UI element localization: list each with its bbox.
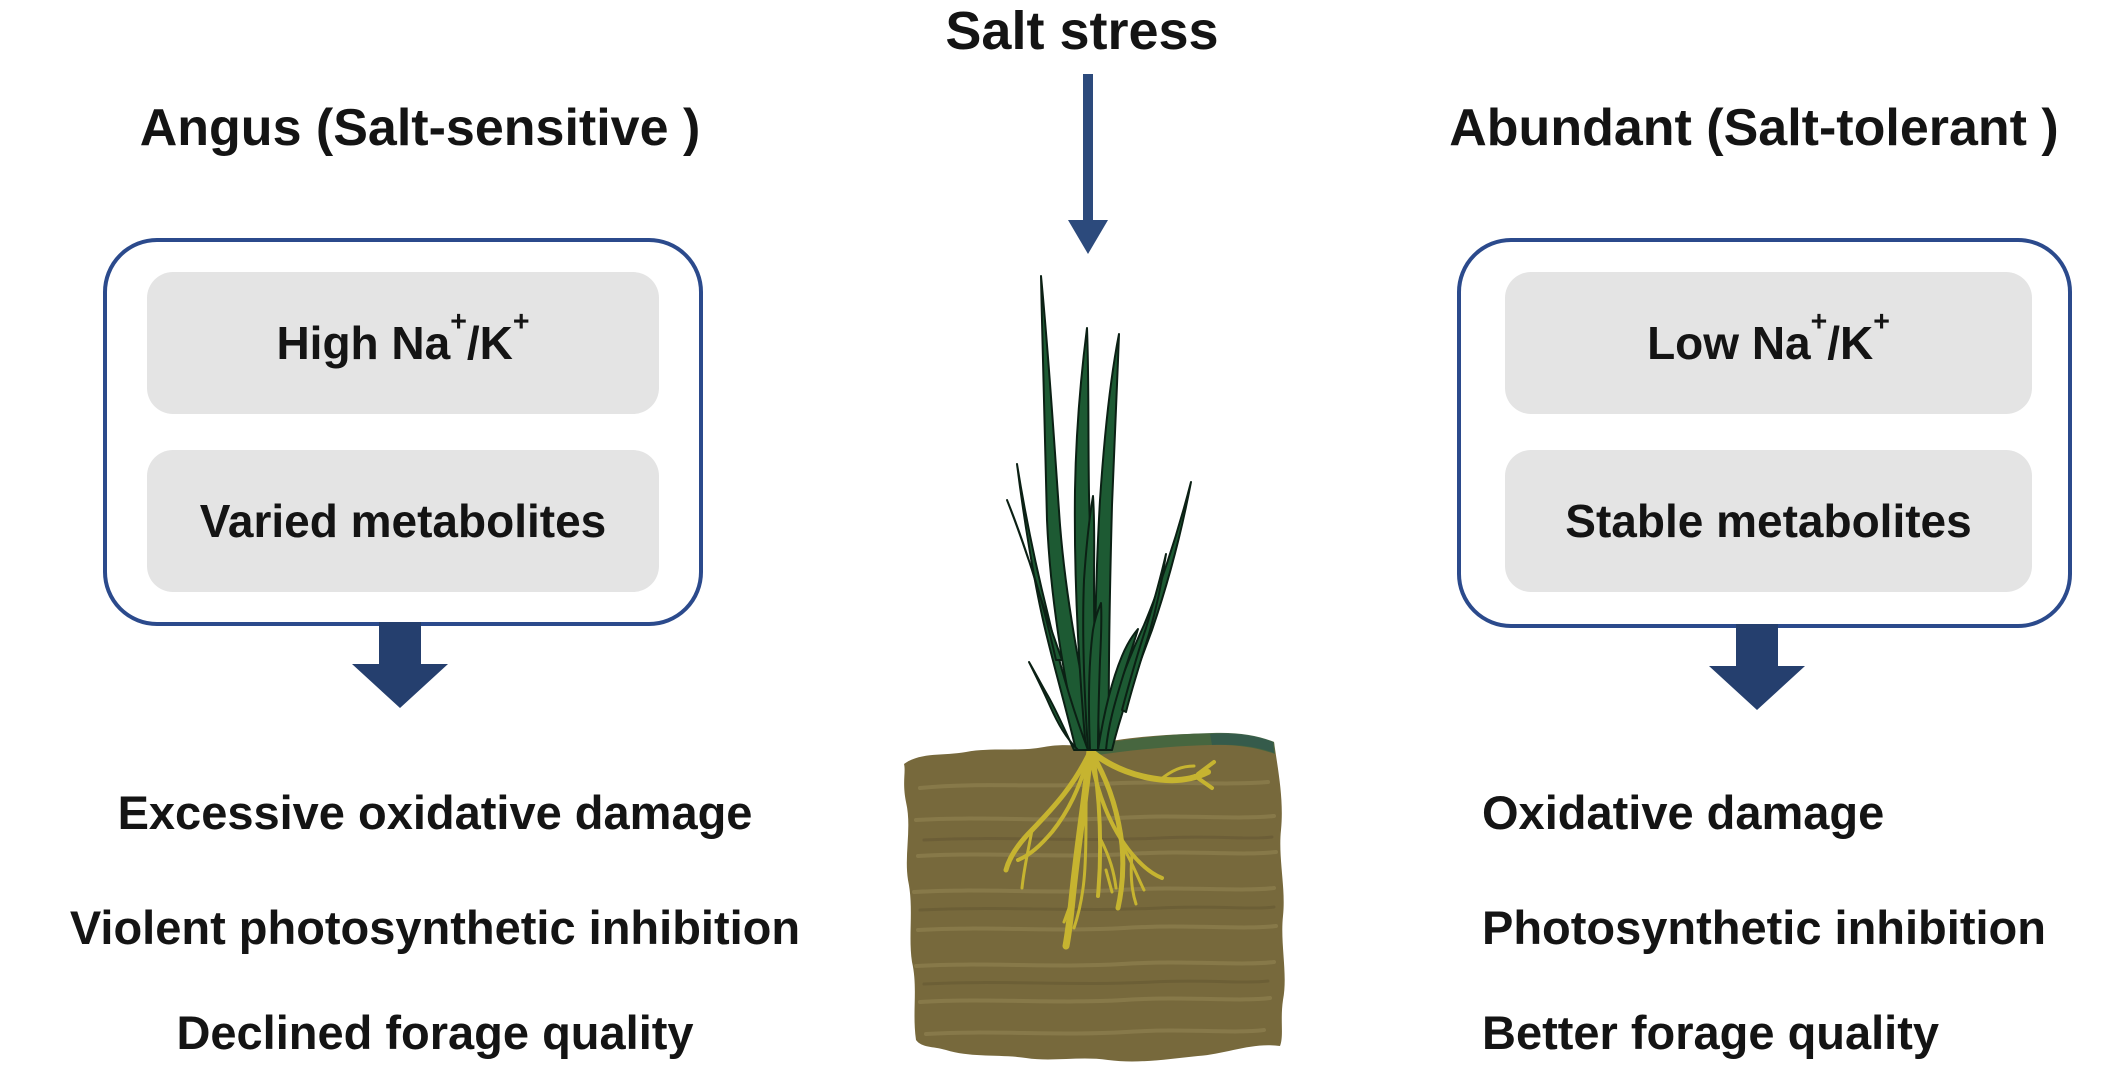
soil-block xyxy=(904,732,1285,1062)
right-trait-box: Low Na+/K+ Stable metabolites xyxy=(1457,238,2072,628)
figure-title: Salt stress xyxy=(945,1,1219,61)
left-trait-metabolites: Varied metabolites xyxy=(147,450,659,592)
left-outcome-arrow-icon xyxy=(352,622,448,708)
right-trait-metabolites-label: Stable metabolites xyxy=(1565,495,1972,547)
plant-illustration xyxy=(860,240,1330,1080)
salt-stress-arrow-icon xyxy=(1064,74,1112,256)
right-outcome-arrow-icon xyxy=(1709,624,1805,710)
left-trait-metabolites-label: Varied metabolites xyxy=(199,495,607,547)
left-trait-na-k-label: High Na+/K+ xyxy=(276,305,530,369)
left-variety-heading: Angus (Salt-sensitive ) xyxy=(139,99,701,157)
right-trait-na-k-label: Low Na+/K+ xyxy=(1647,305,1890,369)
left-trait-na-k: High Na+/K+ xyxy=(147,272,659,414)
grass-blades xyxy=(1006,275,1192,751)
right-outcome-2: Photosynthetic inhibition xyxy=(1482,901,2046,954)
right-outcome-1: Oxidative damage xyxy=(1482,786,1885,839)
left-outcome-2: Violent photosynthetic inhibition xyxy=(69,901,801,954)
right-outcome-3: Better forage quality xyxy=(1482,1006,1940,1059)
plant-roots xyxy=(1003,746,1216,950)
right-trait-na-k: Low Na+/K+ xyxy=(1505,272,2032,414)
right-trait-metabolites: Stable metabolites xyxy=(1505,450,2032,592)
left-outcome-1: Excessive oxidative damage xyxy=(117,786,753,839)
left-trait-box: High Na+/K+ Varied metabolites xyxy=(103,238,703,626)
right-variety-heading: Abundant (Salt-tolerant ) xyxy=(1449,99,2059,157)
left-outcome-3: Declined forage quality xyxy=(176,1006,694,1059)
